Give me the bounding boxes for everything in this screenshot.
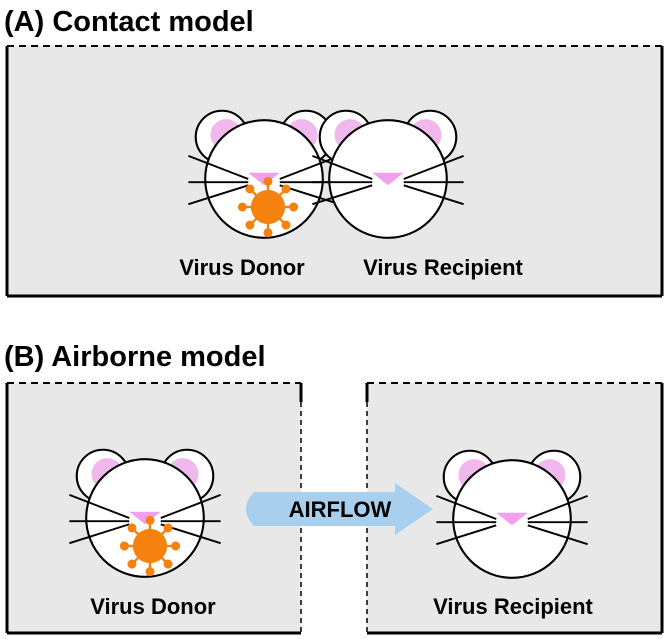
contact-donor-label: Virus Donor — [179, 255, 305, 280]
airborne-recipient-label: Virus Recipient — [433, 594, 593, 619]
panel-a-title: (A) Contact model — [4, 6, 254, 38]
airborne-donor-label: Virus Donor — [90, 594, 216, 619]
contact-recipient-label: Virus Recipient — [363, 255, 523, 280]
panel-b-title: (B) Airborne model — [4, 341, 266, 373]
contact-donor-virus-icon — [237, 176, 299, 238]
airflow-arrow: AIRFLOW — [246, 483, 433, 535]
airborne-donor-virus-icon — [119, 515, 181, 577]
airflow-label: AIRFLOW — [289, 497, 392, 522]
